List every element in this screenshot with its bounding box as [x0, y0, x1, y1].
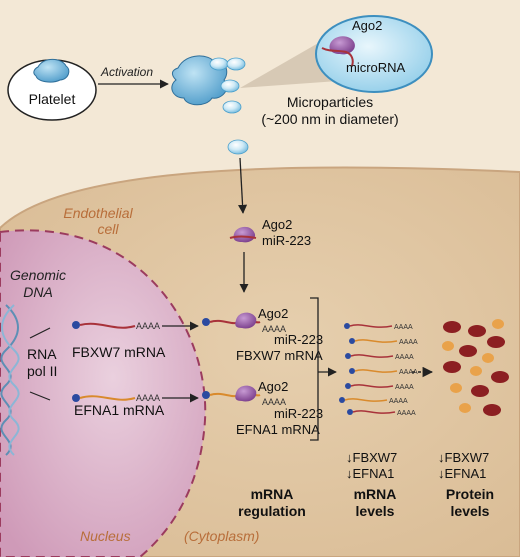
cap-icon [202, 391, 210, 399]
mrna-levels-subtitle: levels [356, 503, 395, 519]
regulation-title: mRNA [251, 486, 294, 502]
mrna-fbxw7 [79, 322, 136, 329]
bound-ago2-icon [235, 312, 257, 329]
microparticle-inset [315, 15, 433, 93]
cap-icon [72, 394, 80, 402]
polya-tail: AAAA [136, 321, 160, 331]
polya-tail: AAAA [394, 324, 413, 331]
cap-icon [202, 318, 210, 326]
microrna-strand [321, 47, 354, 67]
cap-icon [72, 321, 80, 329]
protein-down-efna1: ↓EFNA1 [438, 466, 486, 481]
endothelial-label: Endothelial [63, 205, 133, 221]
polya-tail: AAAA [399, 339, 418, 346]
ago2-icon [329, 36, 355, 55]
protein-pool [442, 319, 509, 416]
mir223-strand [229, 235, 257, 239]
bound-ago2-icon [235, 385, 257, 402]
microparticle [222, 100, 242, 114]
microparticle [220, 79, 240, 93]
microparticle [227, 139, 249, 155]
platelet-label: Platelet [29, 91, 76, 107]
polya-tail: AAAA [395, 384, 414, 391]
rna-pol-label: RNA [27, 346, 57, 362]
pol-ii-label: pol II [27, 363, 57, 379]
bound2-ago2-label: Ago2 [258, 379, 288, 394]
microparticle [226, 57, 246, 71]
transcription-arrow-2 [29, 391, 51, 401]
platelet-icon [33, 58, 70, 83]
nucleus-label: Nucleus [80, 528, 131, 544]
regulation-subtitle: regulation [238, 503, 306, 519]
bound1-ago2-label: Ago2 [258, 306, 288, 321]
bound2-mir223-label: miR-223 [274, 406, 323, 421]
microparticles-size-label: (~200 nm in diameter) [261, 111, 398, 127]
dna-helix-strand-b [1, 304, 20, 456]
mrna-down-efna1: ↓EFNA1 [346, 466, 394, 481]
bound1-target-label: FBXW7 mRNA [236, 348, 323, 363]
mrna-levels-title: mRNA [354, 486, 397, 502]
mrna-down-fbxw7: ↓FBXW7 [346, 450, 397, 465]
activation-label: Activation [100, 65, 153, 79]
mrna-efna1 [79, 395, 136, 401]
protein-levels-subtitle: levels [451, 503, 490, 519]
inset-ago2-label: Ago2 [352, 18, 382, 33]
mrna-pool: AAAA AAAA AAAA AAAA AAAA AAAA AAAA [339, 323, 418, 417]
microparticle [209, 57, 229, 71]
transcription-arrow-1 [29, 327, 51, 339]
polya-tail: AAAA [389, 398, 408, 405]
ago2-complex-icon [233, 226, 256, 243]
polya-tail: AAAA [262, 324, 286, 334]
protein-levels-title: Protein [446, 486, 494, 502]
complex-mir223-label: miR-223 [262, 233, 311, 248]
polya-tail: AAAA [262, 397, 286, 407]
bound1-mir223-label: miR-223 [274, 332, 323, 347]
endothelial-cell-label: cell [97, 221, 119, 237]
nucleus [0, 229, 207, 557]
genomic-label: Genomic [10, 267, 66, 283]
bound2-target-label: EFNA1 mRNA [236, 422, 320, 437]
complex-ago2-label: Ago2 [262, 217, 292, 232]
regulation-bracket [310, 297, 319, 441]
dna-helix-strand-a [0, 304, 19, 456]
dna-label: DNA [23, 284, 53, 300]
polya-tail: AAAA [395, 354, 414, 361]
cytoplasm-label: (Cytoplasm) [184, 528, 259, 544]
uptake-arrow [238, 157, 248, 214]
polya-tail: AAAA [399, 369, 418, 376]
polya-tail: AAAA [397, 410, 416, 417]
inset-microrna-label: microRNA [346, 60, 406, 75]
microparticles-label: Microparticles [287, 94, 373, 110]
efna1-mrna-label: EFNA1 mRNA [74, 402, 165, 418]
fbxw7-mrna-label: FBXW7 mRNA [72, 344, 166, 360]
polya-tail: AAAA [136, 393, 160, 403]
protein-down-fbxw7: ↓FBXW7 [438, 450, 489, 465]
